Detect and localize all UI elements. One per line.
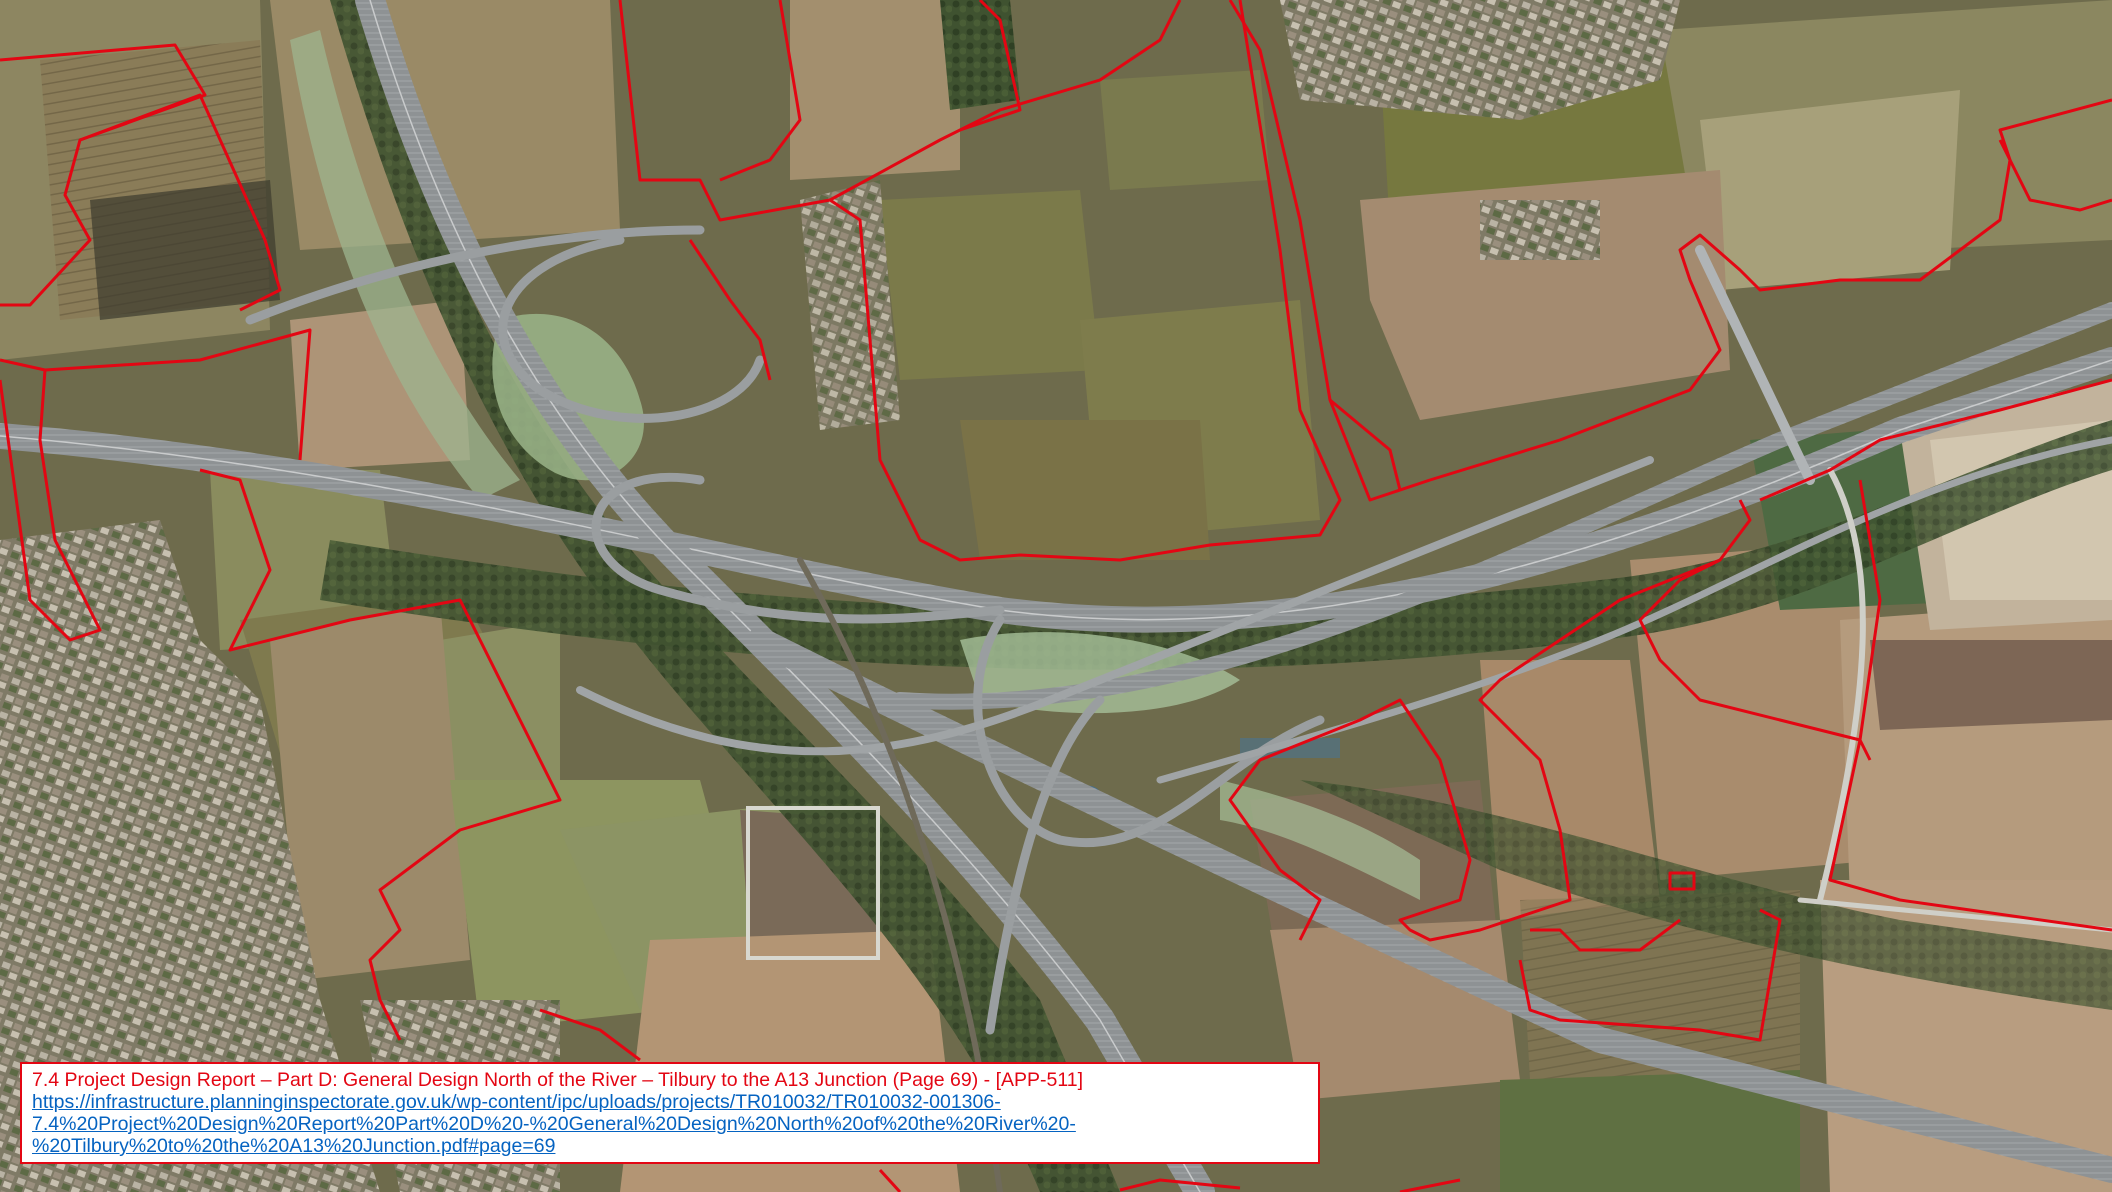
source-link-line-3: %20Tilbury%20to%20the%20A13%20Junction.p…	[32, 1135, 556, 1157]
source-link-line-2: 7.4%20Project%20Design%20Report%20Part%2…	[32, 1113, 1076, 1135]
source-caption: 7.4 Project Design Report – Part D: Gene…	[20, 1062, 1320, 1164]
source-link-line-1: https://infrastructure.planninginspector…	[32, 1091, 1001, 1113]
caption-title: 7.4 Project Design Report – Part D: Gene…	[32, 1069, 1084, 1091]
tree-belts	[320, 0, 2112, 1192]
residential-areas	[0, 0, 1680, 1192]
source-link[interactable]: https://infrastructure.planninginspector…	[32, 1091, 1308, 1157]
